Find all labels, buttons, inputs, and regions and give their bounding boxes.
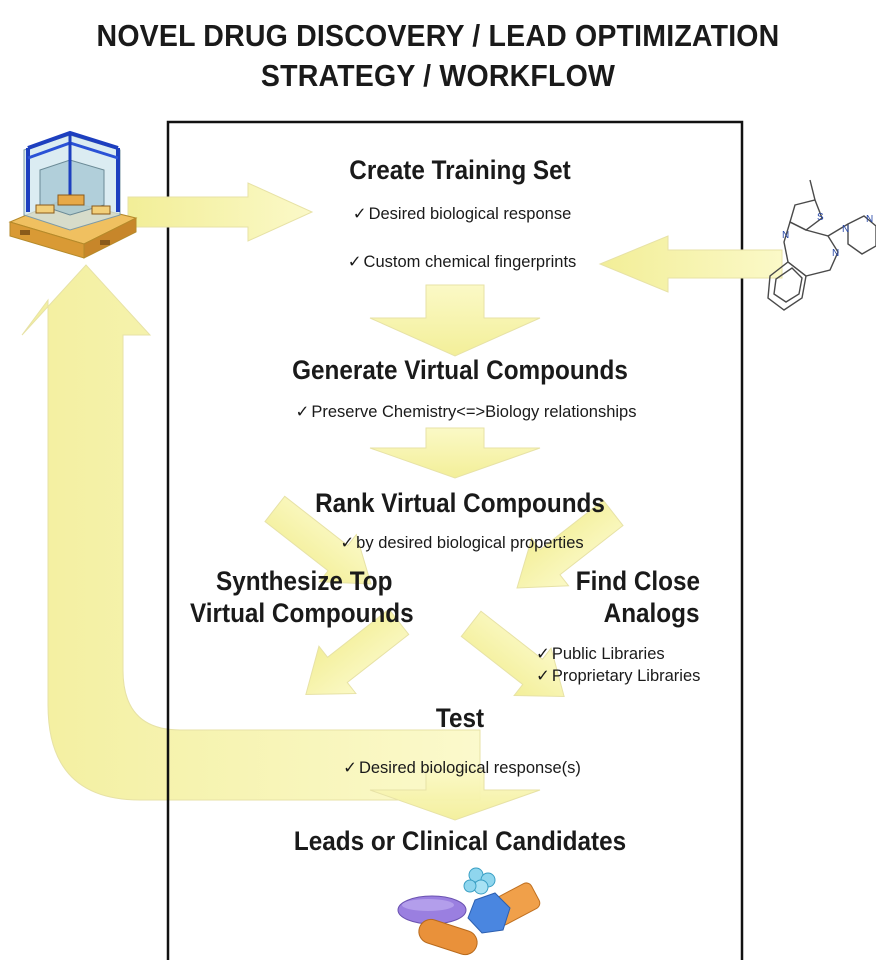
step-create-training-set-heading: Create Training Set	[349, 155, 571, 185]
item-text: Desired biological response	[368, 205, 572, 223]
laboratory-automation-robot-icon	[8, 130, 138, 259]
step-find-close-analogs-heading-line-1: Find Close	[575, 566, 700, 596]
checkmark-icon: ✓	[343, 759, 357, 777]
nitrogen-atom-label-2: N	[832, 248, 839, 259]
checkmark-icon: ✓	[340, 534, 355, 552]
item-text: Custom chemical fingerprints	[363, 253, 577, 271]
step-create-training-set-item-2: ✓Custom chemical fingerprints	[348, 252, 577, 272]
step-leads-heading: Leads or Clinical Candidates	[293, 826, 627, 856]
item-text: Preserve Chemistry<=>Biology relationshi…	[311, 403, 637, 421]
split-left-arrow	[264, 495, 372, 585]
chemical-structure-atom-labels: S N N N N	[782, 212, 873, 259]
checkmark-icon: ✓	[295, 403, 310, 421]
step-test-heading: Test	[435, 703, 485, 733]
item-text: by desired biological properties	[356, 534, 584, 552]
down-arrow-2	[369, 427, 541, 479]
diagram-title-line-2: STRATEGY / WORKFLOW	[260, 58, 616, 93]
workflow-frame	[166, 120, 744, 960]
item-text: Desired biological response(s)	[358, 759, 581, 777]
molecule-to-training-arrow	[598, 235, 783, 293]
step-find-close-analogs-heading-line-2: Analogs	[604, 598, 700, 628]
chemical-structure-icon	[767, 179, 876, 311]
compound-shapes-icon	[397, 867, 541, 956]
step-generate-virtual-compounds-heading: Generate Virtual Compounds	[292, 355, 628, 385]
checkmark-icon: ✓	[352, 205, 367, 223]
item-text: Public Libraries	[551, 645, 665, 663]
step-synthesize-top-heading-line-1: Synthesize Top	[216, 566, 393, 596]
nitrogen-atom-label-1: N	[782, 230, 789, 241]
merge-right-arrow	[460, 610, 565, 697]
step-find-close-analogs-item-2: ✓Proprietary Libraries	[536, 666, 700, 686]
down-arrow-3	[369, 769, 541, 821]
feedback-loop-arrow	[21, 264, 481, 801]
checkmark-icon: ✓	[536, 645, 550, 663]
nitrogen-atom-label-4: N	[866, 214, 873, 225]
split-right-arrow	[516, 499, 624, 589]
step-rank-virtual-compounds-heading: Rank Virtual Compounds	[315, 488, 605, 518]
diagram-title-line-1: NOVEL DRUG DISCOVERY / LEAD OPTIMIZATION	[96, 18, 780, 53]
checkmark-icon: ✓	[536, 667, 550, 685]
sulfur-atom-label: S	[817, 212, 824, 223]
nitrogen-atom-label-3: N	[842, 224, 849, 235]
checkmark-icon: ✓	[347, 253, 362, 271]
merge-left-arrow	[305, 608, 410, 695]
step-find-close-analogs-item-1: ✓Public Libraries	[536, 644, 665, 664]
item-text: Proprietary Libraries	[551, 667, 701, 685]
robot-to-training-arrow	[127, 182, 314, 242]
step-rank-virtual-compounds-item-1: ✓by desired biological properties	[340, 533, 583, 553]
step-generate-virtual-compounds-item-1: ✓Preserve Chemistry<=>Biology relationsh…	[296, 402, 637, 422]
down-arrow-1	[369, 284, 541, 357]
step-create-training-set-item-1: ✓Desired biological response	[353, 204, 572, 224]
step-test-item-1: ✓Desired biological response(s)	[343, 758, 581, 778]
step-synthesize-top-heading-line-2: Virtual Compounds	[190, 598, 414, 628]
